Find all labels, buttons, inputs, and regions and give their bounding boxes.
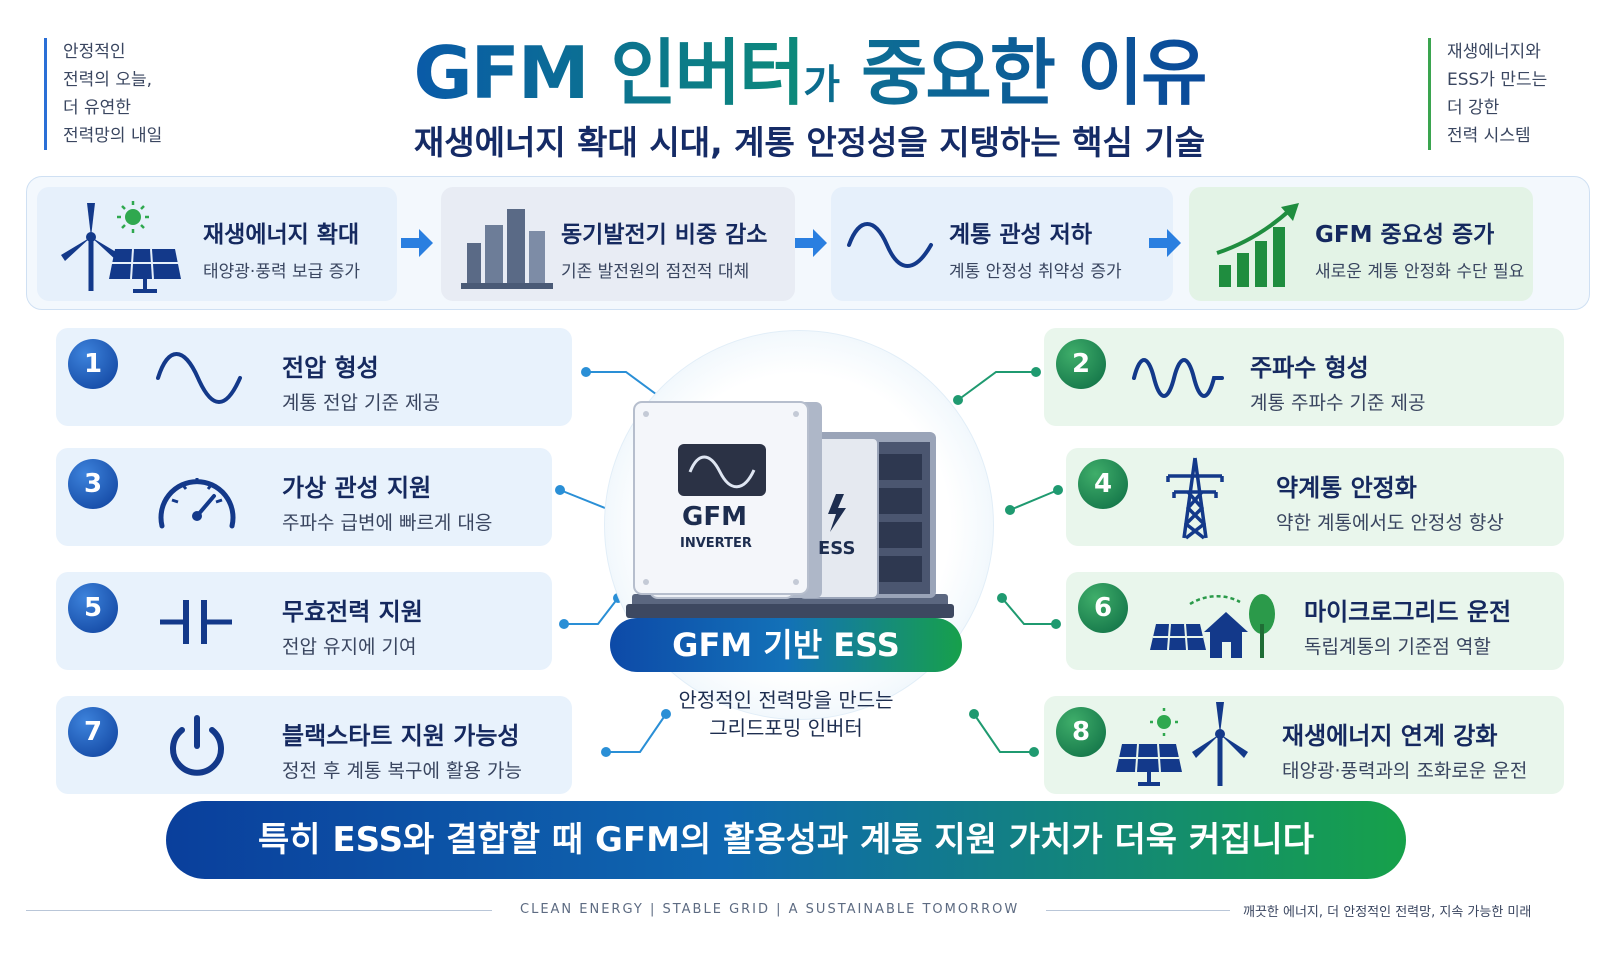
feature-subtitle: 독립계통의 기준점 역할: [1304, 636, 1491, 658]
sine-wave-icon: [156, 352, 242, 404]
feature-number-badge: 4: [1078, 459, 1128, 509]
lightning-icon: [828, 494, 846, 532]
feature-card-black-start: 7 블랙스타트 지원 가능성 정전 후 계통 복구에 활용 가능: [56, 696, 572, 794]
left-slogan: 안정적인 전력의 오늘, 더 유연한 전력망의 내일: [44, 38, 162, 150]
right-slogan: 재생에너지와 ESS가 만드는 더 강한 전력 시스템: [1428, 38, 1547, 150]
feature-number-badge: 7: [68, 707, 118, 757]
feature-title: 가상 관성 지원: [282, 474, 432, 502]
power-icon: [170, 715, 224, 776]
feature-card-renewable-link: 8 재생에너지 연계 강화 태양광·풍력과의 조화로운 운전: [1044, 696, 1564, 794]
frequency-wave-icon: [1132, 358, 1224, 398]
right-slogan-line: 더 강한: [1447, 98, 1500, 118]
feature-card-frequency: 2 주파수 형성 계통 주파수 기준 제공: [1044, 328, 1564, 426]
microgrid-icon: [1150, 594, 1275, 658]
feature-number-badge: 5: [68, 583, 118, 633]
title-part2: 중요한 이유: [861, 31, 1207, 115]
tree-icon: [1249, 594, 1275, 658]
flow-step-subtitle: 새로운 계통 안정화 수단 필요: [1315, 262, 1525, 282]
title-part1: GFM 인버터: [413, 31, 806, 115]
flow-step-title: 계통 관성 저하: [949, 222, 1092, 248]
right-slogan-line: ESS가 만드는: [1447, 70, 1548, 90]
title-particle: 가: [803, 62, 840, 108]
feature-subtitle: 계통 주파수 기준 제공: [1250, 392, 1426, 414]
page-subtitle: 재생에너지 확대 시대, 계통 안정성을 지탱하는 핵심 기술: [413, 123, 1206, 162]
feature-number-badge: 3: [68, 459, 118, 509]
feature-title: 무효전력 지원: [282, 598, 423, 626]
flow-step-subtitle: 태양광·풍력 보급 증가: [203, 262, 360, 282]
feature-title: 약계통 안정화: [1276, 474, 1417, 502]
feature-subtitle: 주파수 급변에 빠르게 대응: [282, 512, 493, 534]
gfm-ess-device-illustration: [626, 401, 954, 618]
left-slogan-line: 안정적인: [63, 42, 126, 62]
flow-step-generator-decline: 동기발전기 비중 감소 기존 발전원의 점전적 대체: [441, 187, 795, 301]
left-slogan-line: 전력의 오늘,: [63, 70, 153, 90]
feature-card-weak-grid: 4 약계통 안정화 약한 계통에서도 안정성 향상: [1066, 448, 1564, 546]
center-title-pill: GFM 기반 ESS: [610, 618, 962, 672]
flow-step-title: 동기발전기 비중 감소: [561, 222, 768, 248]
footer-divider: [26, 910, 492, 911]
factory-icon: [461, 209, 553, 289]
battery-label: ESS: [818, 538, 856, 559]
feature-subtitle: 약한 계통에서도 안정성 향상: [1276, 512, 1504, 534]
flow-step-title: GFM 중요성 증가: [1315, 222, 1495, 248]
sun-icon: [1150, 708, 1178, 736]
capacitor-icon: [160, 600, 232, 644]
arrow-right-icon: [1149, 229, 1181, 257]
device-label: GFM: [682, 502, 747, 532]
wind-turbine-icon: [1192, 702, 1248, 786]
feature-title: 주파수 형성: [1250, 354, 1369, 382]
summary-banner: 특히 ESS와 결합할 때 GFM의 활용성과 계통 지원 가치가 더욱 커집니…: [166, 801, 1406, 879]
renewable-link-icon: [1116, 702, 1248, 786]
feature-card-reactive-power: 5 무효전력 지원 전압 유지에 기여: [56, 572, 552, 670]
feature-subtitle: 태양광·풍력과의 조화로운 운전: [1282, 760, 1528, 782]
flow-step-subtitle: 기존 발전원의 점전적 대체: [561, 262, 750, 282]
flow-strip: 재생에너지 확대 태양광·풍력 보급 증가 동기발전기 비중 감소 기존 발전원…: [26, 176, 1590, 310]
flow-step-subtitle: 계통 안정성 취약성 증가: [949, 262, 1122, 282]
house-icon: [1204, 612, 1248, 658]
solar-panel-icon: [1116, 743, 1182, 786]
footer-divider: [1046, 910, 1230, 911]
footer-slogan: 깨끗한 에너지, 더 안정적인 전력망, 지속 가능한 미래: [1243, 905, 1532, 920]
footer-tagline: CLEAN ENERGY | STABLE GRID | A SUSTAINAB…: [520, 902, 1020, 917]
growth-chart-icon: [1216, 203, 1299, 287]
center-caption-line: 그리드포밍 인버터: [709, 716, 863, 740]
feature-number-badge: 8: [1056, 707, 1106, 757]
feature-number-badge: 2: [1056, 339, 1106, 389]
feature-title: 재생에너지 연계 강화: [1282, 722, 1498, 750]
feature-title: 블랙스타트 지원 가능성: [282, 722, 520, 750]
right-slogan-line: 재생에너지와: [1447, 42, 1541, 62]
sun-icon: [117, 201, 149, 233]
solar-panel-icon: [1150, 623, 1206, 651]
sine-wave-icon: [847, 222, 933, 268]
flow-step-gfm-importance: GFM 중요성 증가 새로운 계통 안정화 수단 필요: [1189, 187, 1533, 301]
page-title: GFM 인버터가 중요한 이유: [0, 14, 1619, 119]
feature-number-badge: 6: [1078, 583, 1128, 633]
arrow-right-icon: [401, 229, 433, 257]
center-caption-line: 안정적인 전력망을 만드는: [678, 688, 894, 712]
flow-step-renewables: 재생에너지 확대 태양광·풍력 보급 증가: [37, 187, 397, 301]
feature-number-badge: 1: [68, 339, 118, 389]
left-slogan-line: 전력망의 내일: [63, 126, 163, 146]
feature-subtitle: 전압 유지에 기여: [282, 636, 417, 658]
feature-card-microgrid: 6 마이크로그리드 운전 독립계통의 기준점 역할: [1066, 572, 1564, 670]
feature-subtitle: 계통 전압 기준 제공: [282, 392, 440, 414]
flow-step-title: 재생에너지 확대: [203, 222, 360, 248]
left-slogan-line: 더 유연한: [63, 98, 131, 118]
transmission-tower-icon: [1166, 457, 1224, 540]
solar-panel-icon: [109, 248, 181, 293]
gauge-icon: [158, 478, 236, 529]
feature-card-voltage: 1 전압 형성 계통 전압 기준 제공: [56, 328, 572, 426]
feature-subtitle: 정전 후 계통 복구에 활용 가능: [282, 760, 522, 782]
feature-card-virtual-inertia: 3 가상 관성 지원 주파수 급변에 빠르게 대응: [56, 448, 552, 546]
wind-turbine-icon: [61, 201, 181, 293]
feature-title: 전압 형성: [282, 354, 379, 382]
feature-title: 마이크로그리드 운전: [1304, 598, 1512, 626]
flow-step-inertia-drop: 계통 관성 저하 계통 안정성 취약성 증가: [831, 187, 1173, 301]
right-slogan-line: 전력 시스템: [1447, 126, 1531, 146]
arrow-right-icon: [795, 229, 827, 257]
device-sublabel: INVERTER: [680, 536, 752, 551]
